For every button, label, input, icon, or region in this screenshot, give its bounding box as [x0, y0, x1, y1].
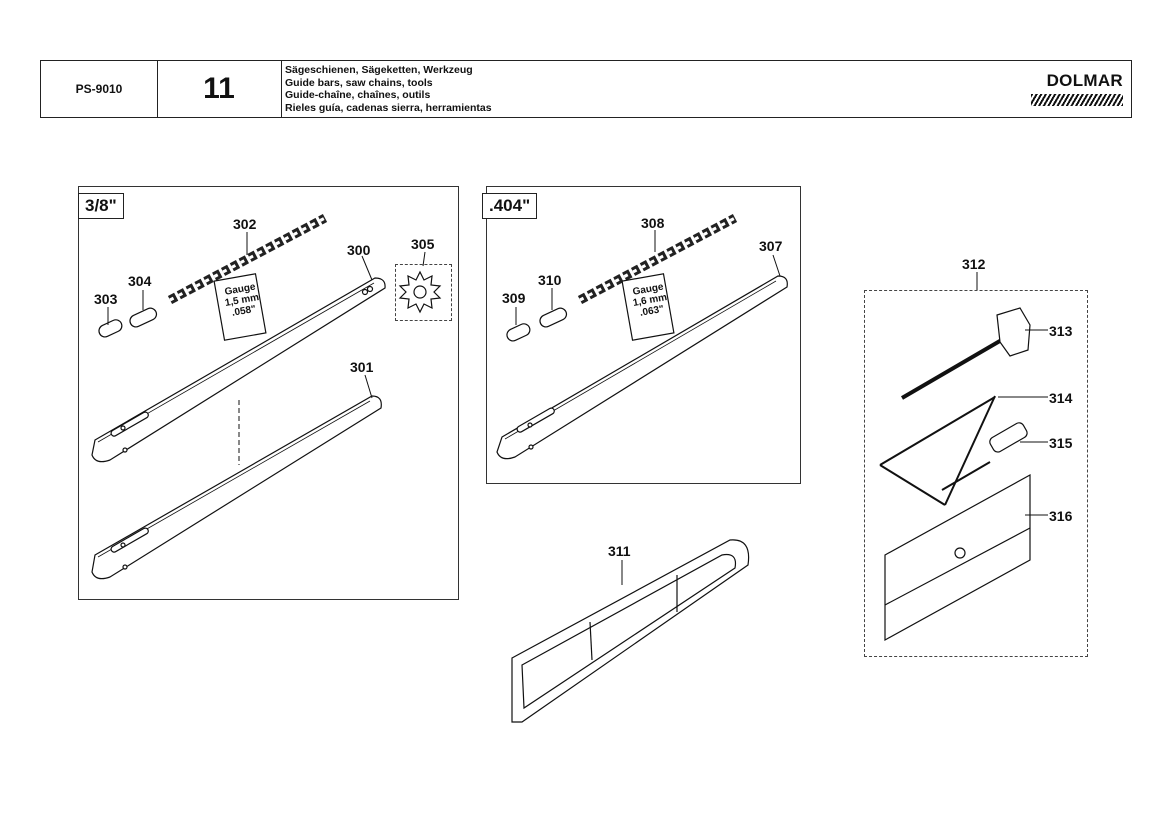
combination-wrench-icon [900, 307, 1031, 400]
part-304: 304 [128, 273, 152, 289]
bar-cover-icon [511, 539, 750, 723]
guide-bar-icon [91, 395, 382, 580]
brand-logo: DOLMAR [1031, 71, 1123, 106]
part-301: 301 [350, 359, 374, 375]
part-305: 305 [411, 236, 435, 252]
title-es: Rieles guía, cadenas sierra, herramienta… [285, 101, 492, 114]
part-312: 312 [962, 256, 986, 272]
saw-chain-icon [577, 214, 738, 304]
sprocket-icon [398, 270, 442, 314]
brand-name: DOLMAR [1046, 71, 1123, 90]
group-tag-404: .404" [482, 193, 538, 219]
group-frame-3-8 [78, 186, 459, 600]
title-fr: Guide-chaîne, chaînes, outils [285, 89, 431, 102]
brand-stripe [1031, 94, 1123, 106]
part-308: 308 [641, 215, 665, 231]
group-tag-3-8: 3/8" [78, 193, 124, 219]
part-302: 302 [233, 216, 257, 232]
part-313: 313 [1049, 323, 1073, 339]
part-309: 309 [502, 290, 526, 306]
part-311: 311 [608, 543, 631, 559]
title-de: Sägeschienen, Sägeketten, Werkzeug [285, 64, 473, 76]
model-number: PS-9010 [41, 61, 158, 117]
part-307: 307 [759, 238, 783, 254]
part-303: 303 [94, 291, 118, 307]
group-frame-404 [486, 186, 801, 484]
gauge-box [621, 273, 675, 341]
part-315: 315 [1049, 435, 1073, 451]
tool-pouch-icon [884, 473, 1031, 642]
guide-bar-icon [91, 277, 386, 463]
tool-kit-frame [864, 290, 1088, 657]
title-en: Guide bars, saw chains, tools [285, 76, 433, 89]
section-titles: Sägeschienen, Sägeketten, Werkzeug Guide… [285, 64, 492, 114]
part-314: 314 [1049, 390, 1073, 406]
guide-bar-icon [496, 275, 788, 460]
screwdriver-icon [941, 422, 1028, 491]
rod-icon [944, 395, 996, 506]
part-316: 316 [1049, 508, 1073, 524]
sheet-number: 11 [157, 61, 282, 117]
saw-chain-icon [167, 214, 328, 304]
part-310: 310 [538, 272, 562, 288]
gauge-box [213, 273, 267, 341]
part-300: 300 [347, 242, 371, 258]
chain-link-icon [98, 307, 568, 342]
header-table: PS-9010 11 Sägeschienen, Sägeketten, Wer… [40, 60, 1132, 118]
